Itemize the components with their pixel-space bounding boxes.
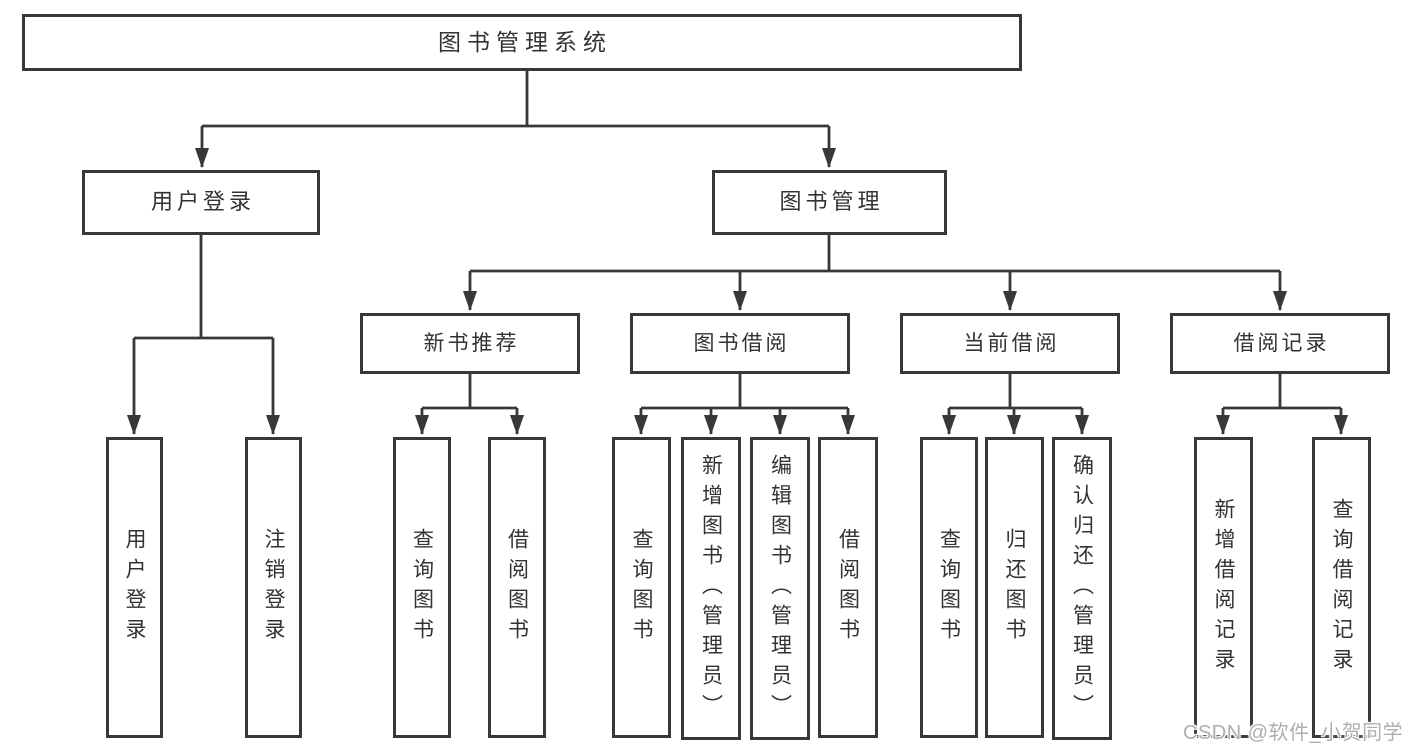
node-leaf-query-book-borrow: 查询图书 (612, 437, 671, 738)
node-current-borrow: 当前借阅 (900, 313, 1120, 374)
connector-arrows (127, 126, 1348, 435)
node-new-book-recommend: 新书推荐 (360, 313, 580, 374)
node-user-login: 用户登录 (82, 170, 320, 235)
node-leaf-add-borrow-record-label: 新增借阅记录 (1212, 497, 1235, 678)
node-leaf-borrow-book-recommend-label: 借阅图书 (505, 527, 529, 648)
node-leaf-edit-book-admin-label: 编辑图书（管理员） (768, 453, 792, 724)
node-leaf-borrow-book-recommend: 借阅图书 (488, 437, 546, 738)
node-leaf-add-book-admin-label: 新增图书（管理员） (699, 453, 723, 724)
node-leaf-logout: 注销登录 (245, 437, 302, 738)
node-leaf-user-login: 用户登录 (106, 437, 163, 738)
node-leaf-return-book: 归还图书 (985, 437, 1044, 738)
node-leaf-borrow-book-label: 借阅图书 (836, 527, 860, 648)
node-leaf-user-login-label: 用户登录 (123, 527, 146, 648)
node-current-borrow-label: 当前借阅 (963, 331, 1060, 355)
watermark-text: CSDN @软件_小贺同学 (1183, 722, 1404, 744)
node-leaf-query-borrow-record-label: 查询借阅记录 (1330, 497, 1353, 678)
node-book-management-label: 图书管理 (779, 189, 884, 215)
node-leaf-edit-book-admin: 编辑图书（管理员） (750, 437, 810, 740)
node-leaf-query-book-current: 查询图书 (920, 437, 978, 738)
node-leaf-logout-label: 注销登录 (262, 527, 285, 648)
node-leaf-query-borrow-record: 查询借阅记录 (1312, 437, 1371, 738)
node-root: 图书管理系统 (22, 14, 1022, 71)
node-borrow-record-label: 借阅记录 (1233, 331, 1330, 355)
node-leaf-confirm-return-admin-label: 确认归还（管理员） (1070, 453, 1094, 724)
node-book-borrow-label: 图书借阅 (693, 331, 790, 355)
node-leaf-add-borrow-record: 新增借阅记录 (1194, 437, 1253, 738)
node-leaf-confirm-return-admin: 确认归还（管理员） (1052, 437, 1112, 740)
node-leaf-return-book-label: 归还图书 (1003, 527, 1026, 648)
node-borrow-record: 借阅记录 (1170, 313, 1390, 374)
node-user-login-label: 用户登录 (150, 189, 255, 215)
node-leaf-query-book-recommend: 查询图书 (393, 437, 451, 738)
node-leaf-query-book-recommend-label: 查询图书 (410, 527, 434, 648)
node-new-book-recommend-label: 新书推荐 (423, 331, 520, 355)
node-root-label: 图书管理系统 (438, 28, 612, 55)
node-leaf-borrow-book: 借阅图书 (818, 437, 878, 738)
connector-elbows (134, 71, 1341, 410)
node-book-management: 图书管理 (712, 170, 947, 235)
node-leaf-add-book-admin: 新增图书（管理员） (681, 437, 741, 740)
node-leaf-query-book-current-label: 查询图书 (937, 527, 961, 648)
node-leaf-query-book-borrow-label: 查询图书 (630, 527, 653, 648)
node-book-borrow: 图书借阅 (630, 313, 850, 374)
